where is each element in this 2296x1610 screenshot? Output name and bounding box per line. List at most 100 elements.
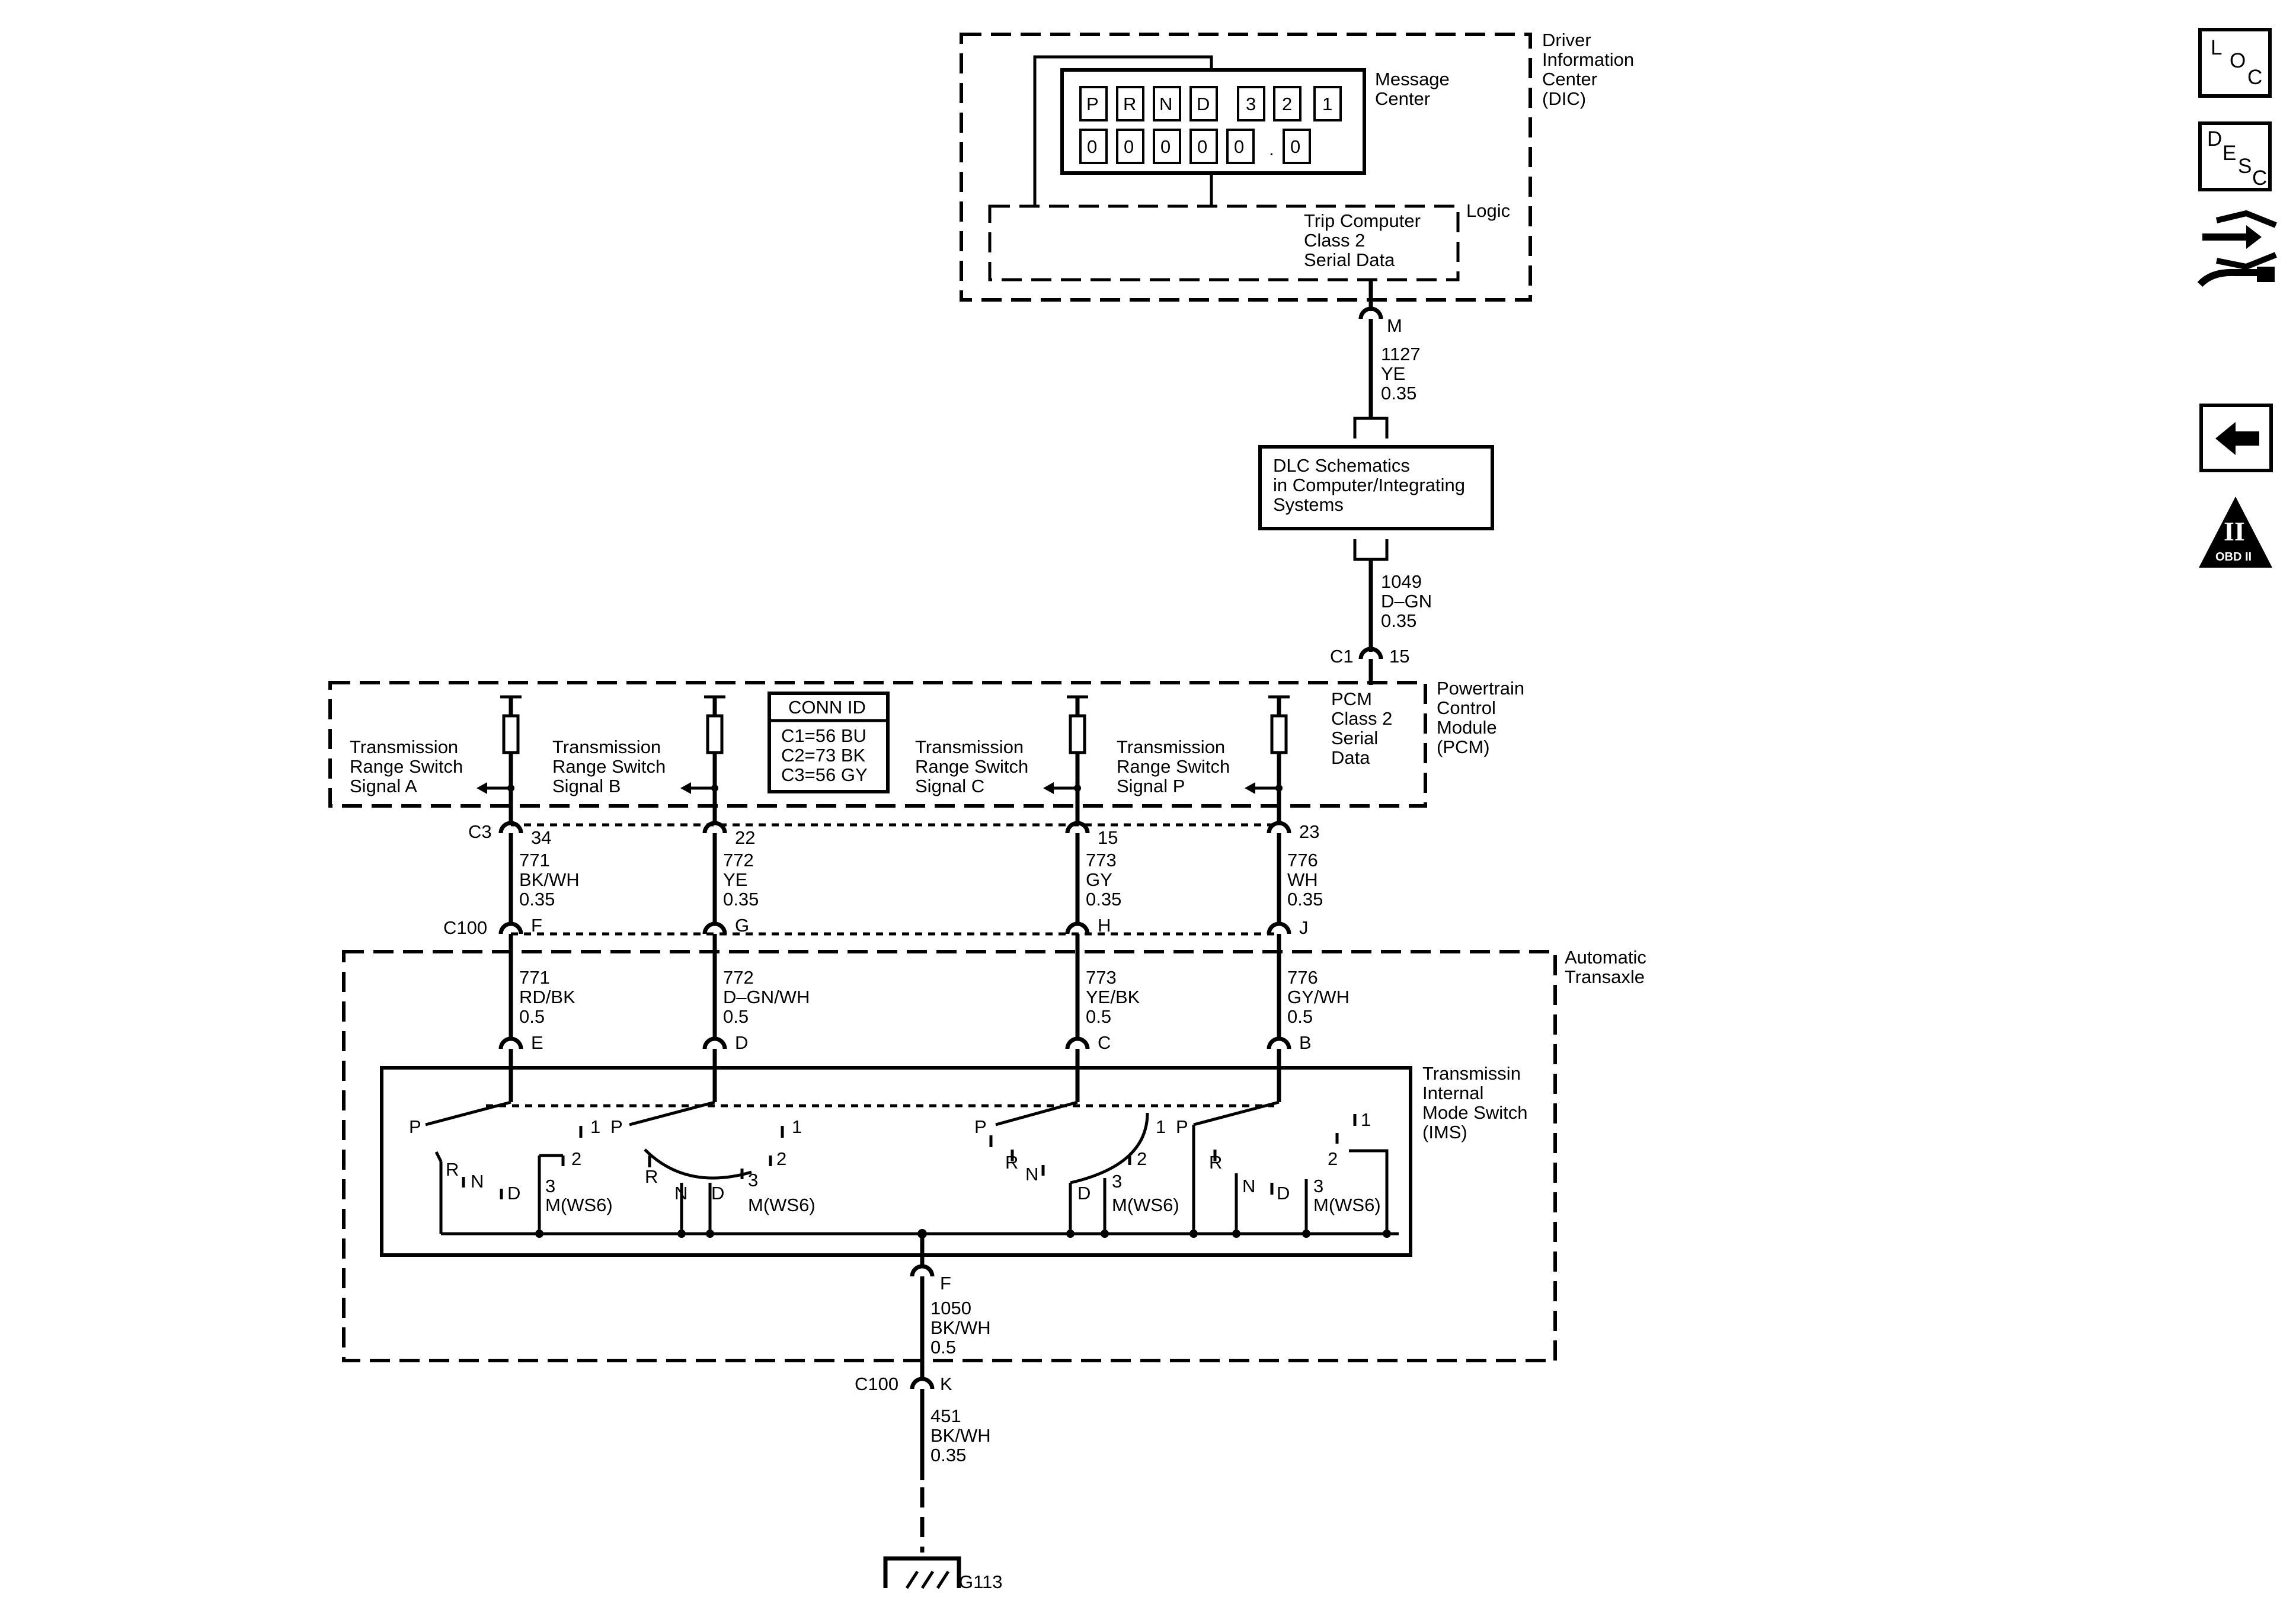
signal-a-line-3: Signal A [350, 776, 417, 796]
wire-1049-gauge: 0.35 [1381, 610, 1416, 631]
trip-computer-2: Class 2 [1304, 230, 1365, 251]
upper-wire-a-color: BK/WH [519, 869, 580, 890]
lower-wire-a-color: RD/BK [519, 987, 575, 1007]
signal-a-line-2: Range Switch [350, 756, 463, 777]
wire-1049-color: D–GN [1381, 591, 1432, 612]
ims-title-3: Mode Switch [1422, 1102, 1527, 1123]
ims-pin-e: E [531, 1032, 543, 1053]
upper-wire-a-circuit: 771 [519, 850, 550, 870]
lower-wire-p-circuit: 776 [1287, 967, 1318, 988]
pcm-title-1: Powertrain [1437, 678, 1524, 699]
message-center-1: Message [1375, 69, 1450, 89]
message-center-2: Center [1375, 88, 1430, 109]
lower-wire-b-circuit: 772 [723, 967, 754, 988]
dic-pin-m: M [1387, 315, 1402, 336]
pcm-title-4: (PCM) [1437, 737, 1490, 757]
loc-icon[interactable]: L O C [2198, 28, 2272, 98]
sw1-m: M(WS6) [545, 1195, 613, 1215]
ims-switch: Transmissin Internal Mode Switch (IMS) P… [380, 1049, 1527, 1257]
transaxle-title-1: Automatic [1565, 947, 1646, 968]
odo-digit-3: 0 [1160, 136, 1171, 157]
sw4-pos-2: 2 [1328, 1148, 1338, 1169]
pcm-serial-4: Data [1331, 747, 1370, 768]
sw2-m: M(WS6) [748, 1195, 816, 1215]
obd-ii-icon[interactable]: II OBD II [2199, 497, 2272, 568]
ims-pin-c: C [1098, 1032, 1111, 1053]
display-row-2: 0 0 0 0 0 . 0 [1079, 129, 1311, 164]
odo-digit-1: 0 [1087, 136, 1097, 157]
sw3-m: M(WS6) [1112, 1195, 1179, 1215]
dlc-line-1: DLC Schematics [1273, 455, 1410, 476]
dlc-line-2: in Computer/Integrating [1273, 475, 1465, 495]
conn-id-box: CONN ID C1=56 BU C2=73 BK C3=56 GY [768, 692, 890, 793]
ims-pin-d: D [735, 1032, 748, 1053]
dlc-line-3: Systems [1273, 494, 1344, 515]
conn-id-c2: C2=73 BK [781, 745, 866, 766]
pcm-serial-3: Serial [1331, 728, 1378, 748]
c100-connector-row: C100 F G H J [443, 915, 1309, 938]
dic-module: Driver Information Center (DIC) P R N D … [960, 30, 1634, 302]
obd-label: OBD II [2215, 550, 2252, 564]
connector-view-icon[interactable] [2197, 210, 2277, 287]
upper-wire-a-gauge: 0.35 [519, 889, 555, 910]
c3-pin-23: 23 [1299, 821, 1319, 842]
signal-b-line-1: Transmission [552, 737, 661, 757]
odo-digit-4: 0 [1197, 136, 1207, 157]
back-arrow-icon[interactable] [2199, 404, 2273, 472]
lower-wire-c-circuit: 773 [1086, 967, 1117, 988]
loc-letter-c: C [2247, 66, 2262, 89]
conn-id-c3: C3=56 GY [781, 764, 868, 785]
automatic-transaxle: Automatic Transaxle 771 RD/BK 0.5 772 D–… [342, 934, 1646, 1381]
pcm-title-3: Module [1437, 717, 1497, 738]
c100-pin-f: F [531, 915, 542, 936]
dic-dlc-circuit: M 1127 YE 0.35 [1353, 280, 1421, 438]
signal-p-line-3: Signal P [1117, 776, 1185, 796]
logic-label: Logic [1466, 200, 1510, 221]
pcm-serial-1: PCM [1331, 689, 1372, 709]
sw4-d: D [1277, 1183, 1290, 1204]
wire-1127-color: YE [1381, 363, 1405, 384]
lower-wire-c-color: YE/BK [1086, 987, 1140, 1007]
signal-c-line-1: Transmission [915, 737, 1024, 757]
signal-b-line-2: Range Switch [552, 756, 666, 777]
odo-decimal: . [1269, 139, 1274, 159]
lower-wire-p-color: GY/WH [1287, 987, 1350, 1007]
sw2-pos-2: 2 [776, 1148, 786, 1169]
upper-wire-p-circuit: 776 [1287, 850, 1318, 870]
upper-wire-b-circuit: 772 [723, 850, 754, 870]
sw4-n: N [1242, 1176, 1255, 1196]
upper-wire-c-color: GY [1086, 869, 1112, 890]
c100-pin-j: J [1299, 917, 1309, 938]
signal-b-line-3: Signal B [552, 776, 621, 796]
lower-wire-a-gauge: 0.5 [519, 1006, 545, 1027]
pcm-signal-p: Transmission Range Switch Signal P [1117, 695, 1290, 825]
sw2-r: R [645, 1166, 658, 1187]
sw1-pos-2: 2 [571, 1148, 581, 1169]
c100-pin-g: G [735, 915, 749, 936]
upper-wire-p-color: WH [1287, 869, 1318, 890]
dic-title-3: Center [1542, 69, 1597, 89]
display-1: 1 [1322, 94, 1332, 114]
transaxle-title-2: Transaxle [1565, 966, 1645, 987]
dic-title-4: (DIC) [1542, 88, 1586, 109]
sw4-r: R [1209, 1152, 1222, 1173]
pcm-c1-label: C1 [1330, 646, 1354, 667]
sw3-pos-1: 1 [1156, 1116, 1166, 1137]
trip-computer-3: Serial Data [1304, 249, 1395, 270]
sw4-pos-3: 3 [1313, 1176, 1323, 1196]
sw4-m: M(WS6) [1313, 1195, 1381, 1215]
c100-pin-h: H [1098, 915, 1111, 936]
signal-c-line-2: Range Switch [915, 756, 1028, 777]
sw1-pos-3: 3 [545, 1176, 555, 1196]
sw1-pos-1: 1 [590, 1116, 600, 1137]
ground-symbol [883, 1556, 961, 1589]
display-row-1: P R N D 3 2 1 [1079, 86, 1342, 121]
dic-title-1: Driver [1542, 30, 1591, 50]
ground-circuit: C100 K 451 BK/WH 0.35 G113 [855, 1374, 1003, 1592]
wire-1127-gauge: 0.35 [1381, 383, 1416, 404]
desc-icon[interactable]: D E S C [2198, 121, 2272, 191]
display-d: D [1197, 94, 1210, 114]
display-2: 2 [1282, 94, 1292, 114]
sw3-pos-2: 2 [1137, 1148, 1147, 1169]
dlc-schematics-box: DLC Schematics in Computer/Integrating S… [1258, 445, 1494, 530]
